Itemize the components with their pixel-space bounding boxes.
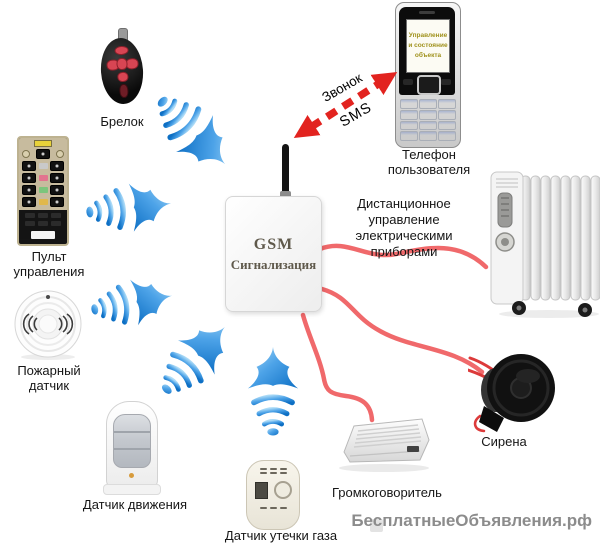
phone-keypad [400, 99, 456, 141]
control-panel-display [34, 140, 52, 147]
motion-sensor-led [129, 473, 134, 478]
siren-device [468, 354, 555, 433]
gas-sensor-dial [273, 481, 292, 499]
gas-sensor-label: Датчик утечки газа [224, 528, 338, 543]
wire-to-heater [317, 243, 489, 270]
gas-sensor-window [254, 481, 268, 499]
keyfob-button-top [114, 45, 129, 56]
remote-control-note: Дистанционное управление электрическими … [323, 196, 485, 260]
phone-label: Телефон пользователя [384, 147, 474, 177]
gas-sensor-device [246, 460, 300, 530]
keyfob-button-bottom [118, 83, 129, 99]
loudspeaker-device [339, 418, 430, 472]
watermark-icon [370, 519, 383, 532]
phone-earpiece [419, 11, 435, 14]
control-panel-key [36, 149, 50, 159]
gsm-antenna [282, 144, 289, 197]
radio-signal-icon-control-panel [82, 179, 175, 238]
gsm-unit-name-line1: GSM [253, 235, 294, 253]
keyfob-button-center [116, 57, 128, 71]
phone-navigation-key [417, 75, 441, 95]
motion-sensor-lens [113, 414, 151, 468]
phone-screen: Управление и состояние объекта [406, 19, 450, 73]
watermark-text: БесплатныеОбъявления.рф [351, 511, 592, 530]
motion-sensor-base [103, 484, 161, 495]
gsm-unit-name-line2: Сигнализация [230, 256, 317, 272]
phone-screen-line1: Управление [408, 32, 448, 39]
keyfob-label: Брелок [100, 114, 144, 129]
control-panel-lower [19, 210, 67, 239]
keyfob-body [98, 36, 146, 106]
heater-device [490, 171, 600, 318]
motion-sensor-device [103, 401, 161, 495]
wire-to-siren [319, 286, 485, 375]
remote-control-note-line2: электрическими приборами [355, 228, 453, 259]
control-panel-label: Пульт управления [13, 249, 85, 279]
screw-icon [22, 150, 30, 158]
control-panel-slot [31, 231, 55, 239]
gsm-antenna-base [280, 191, 291, 198]
control-panel-keypad [19, 138, 67, 210]
gsm-unit: GSM Сигнализация [225, 196, 322, 312]
radio-signal-icon-gas-sensor [247, 342, 299, 442]
keyfob-device [98, 28, 146, 114]
phone-softkey-left [403, 79, 413, 85]
motion-sensor-label: Датчик движения [82, 497, 188, 512]
screw-icon [56, 150, 64, 158]
phone-screen-line2: и состояние [408, 42, 448, 49]
phone-softkey-right [441, 79, 451, 85]
smoke-detector-label: Пожарный датчик [17, 363, 81, 393]
phone-face: Управление и состояние объекта [399, 7, 455, 95]
control-panel-device [17, 136, 69, 246]
remote-control-note-line1: Дистанционное управление [357, 196, 451, 227]
wire-to-loudspeaker [300, 312, 375, 423]
phone-screen-line3: объекта [414, 52, 442, 59]
loudspeaker-label: Громкоговоритель [332, 485, 442, 500]
phone-label-line2: пользователя [387, 162, 471, 177]
smoke-detector-device [14, 290, 82, 360]
keyfob-button-down [117, 71, 129, 83]
user-phone-device: Управление и состояние объекта [395, 2, 461, 148]
siren-label: Сирена [481, 434, 527, 449]
phone-label-line1: Телефон [402, 147, 456, 162]
